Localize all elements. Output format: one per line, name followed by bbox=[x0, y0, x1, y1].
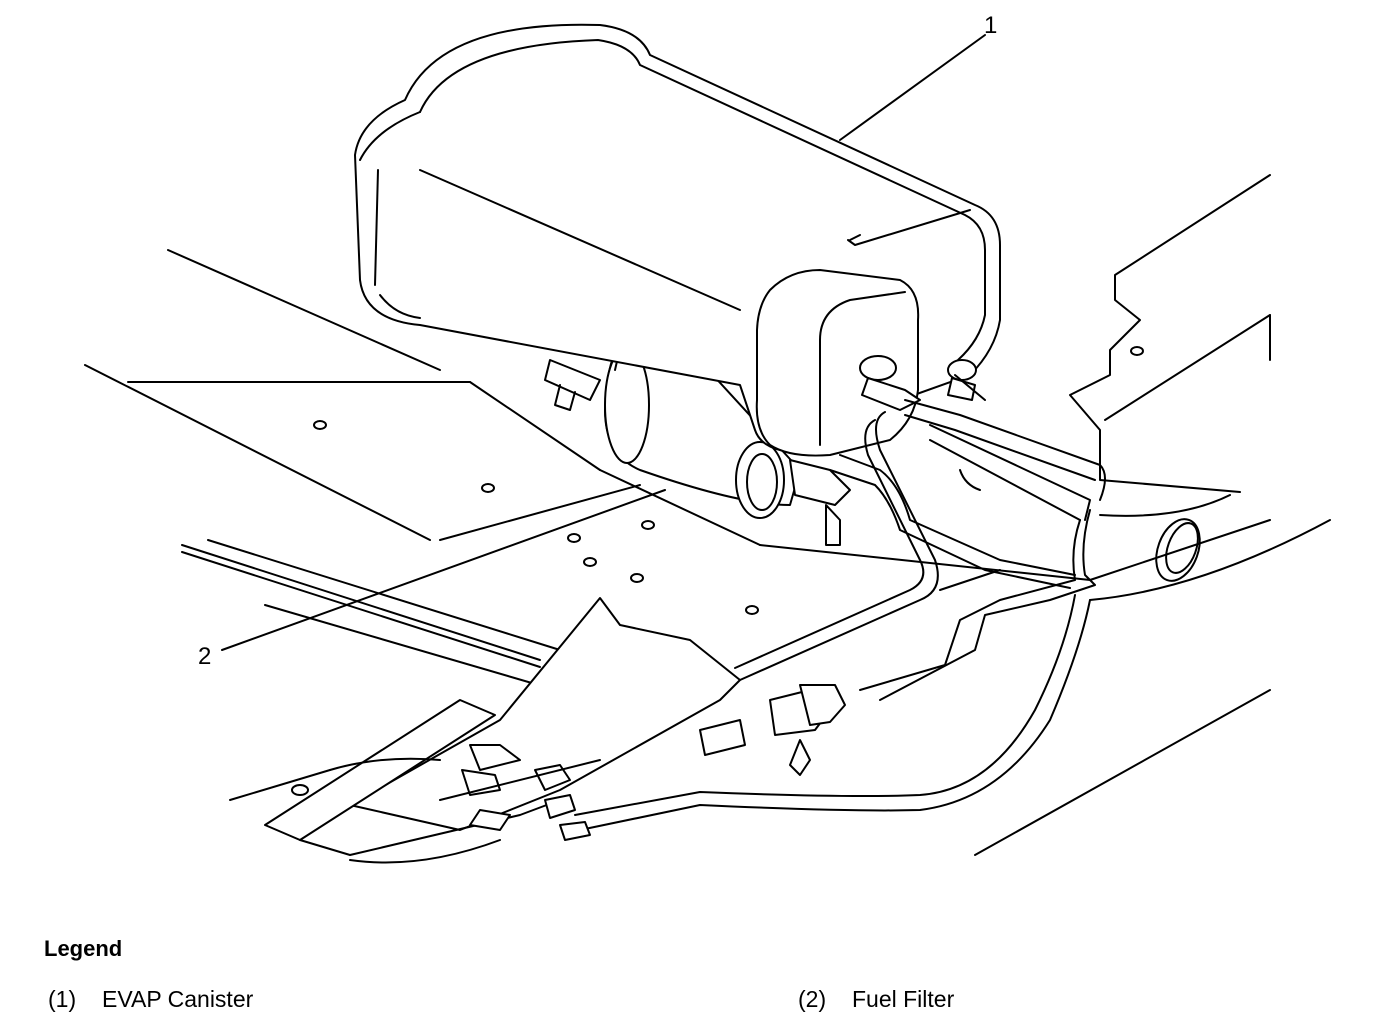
legend-item-evap-canister: (1) EVAP Canister bbox=[48, 986, 253, 1013]
legend: Legend (1) EVAP Canister (2) Fuel Filter bbox=[44, 936, 1344, 1012]
fuel-filter bbox=[544, 342, 801, 519]
fuel-lines bbox=[574, 374, 1106, 831]
legend-item-label: Fuel Filter bbox=[852, 986, 955, 1012]
evap-canister-fuel-filter-illustration bbox=[84, 23, 1331, 864]
callout-2: 2 bbox=[198, 643, 212, 670]
legend-item-fuel-filter: (2) Fuel Filter bbox=[798, 986, 954, 1013]
legend-title: Legend bbox=[44, 936, 123, 961]
legend-item-number: (2) bbox=[798, 986, 827, 1012]
evap-canister bbox=[354, 23, 1001, 457]
line-connectors bbox=[699, 459, 851, 776]
legend-item-number: (1) bbox=[48, 986, 77, 1012]
callout-leaders bbox=[221, 34, 986, 651]
frame-rail bbox=[229, 597, 741, 864]
floor-pan-outline bbox=[84, 174, 1331, 856]
legend-item-label: EVAP Canister bbox=[102, 986, 254, 1012]
callout-1: 1 bbox=[984, 12, 998, 39]
